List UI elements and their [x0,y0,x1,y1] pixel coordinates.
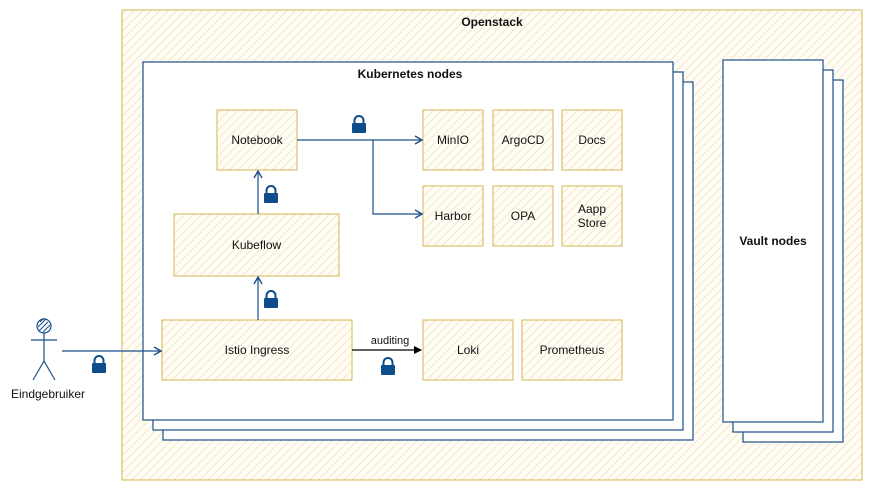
harbor-label: Harbor [434,209,472,223]
argocd-box [492,109,554,171]
istio-ingress-box [161,319,353,381]
vault-nodes-stack [722,59,844,443]
vault-title: Vault nodes [739,234,807,248]
minio-box [422,109,484,171]
harbor-box [422,185,484,247]
aapp-store-label: Aapp Store [577,202,607,230]
arrow-notebook-to-harbor [372,140,424,219]
openstack-title: Openstack [461,15,523,29]
auditing-edge-label: auditing [370,335,410,347]
argocd-label: ArgoCD [501,133,545,147]
notebook-label: Notebook [231,133,283,147]
docs-box [561,109,623,171]
notebook-box [216,109,298,171]
prometheus-box [521,319,623,381]
prometheus-label: Prometheus [539,343,605,357]
kubeflow-label: Kubeflow [231,238,282,252]
actor-label: Eindgebruiker [10,387,86,401]
opa-label: OPA [510,209,536,223]
loki-label: Loki [456,343,479,357]
istio-ingress-label: Istio Ingress [224,343,290,357]
user-actor-icon [31,317,57,381]
docs-label: Docs [578,133,606,147]
kubernetes-title: Kubernetes nodes [357,67,463,81]
aapp-store-box [561,185,623,247]
lock-icon-user-edge [91,355,107,374]
minio-label: MinIO [436,133,469,147]
opa-box [492,185,554,247]
loki-box [422,319,514,381]
